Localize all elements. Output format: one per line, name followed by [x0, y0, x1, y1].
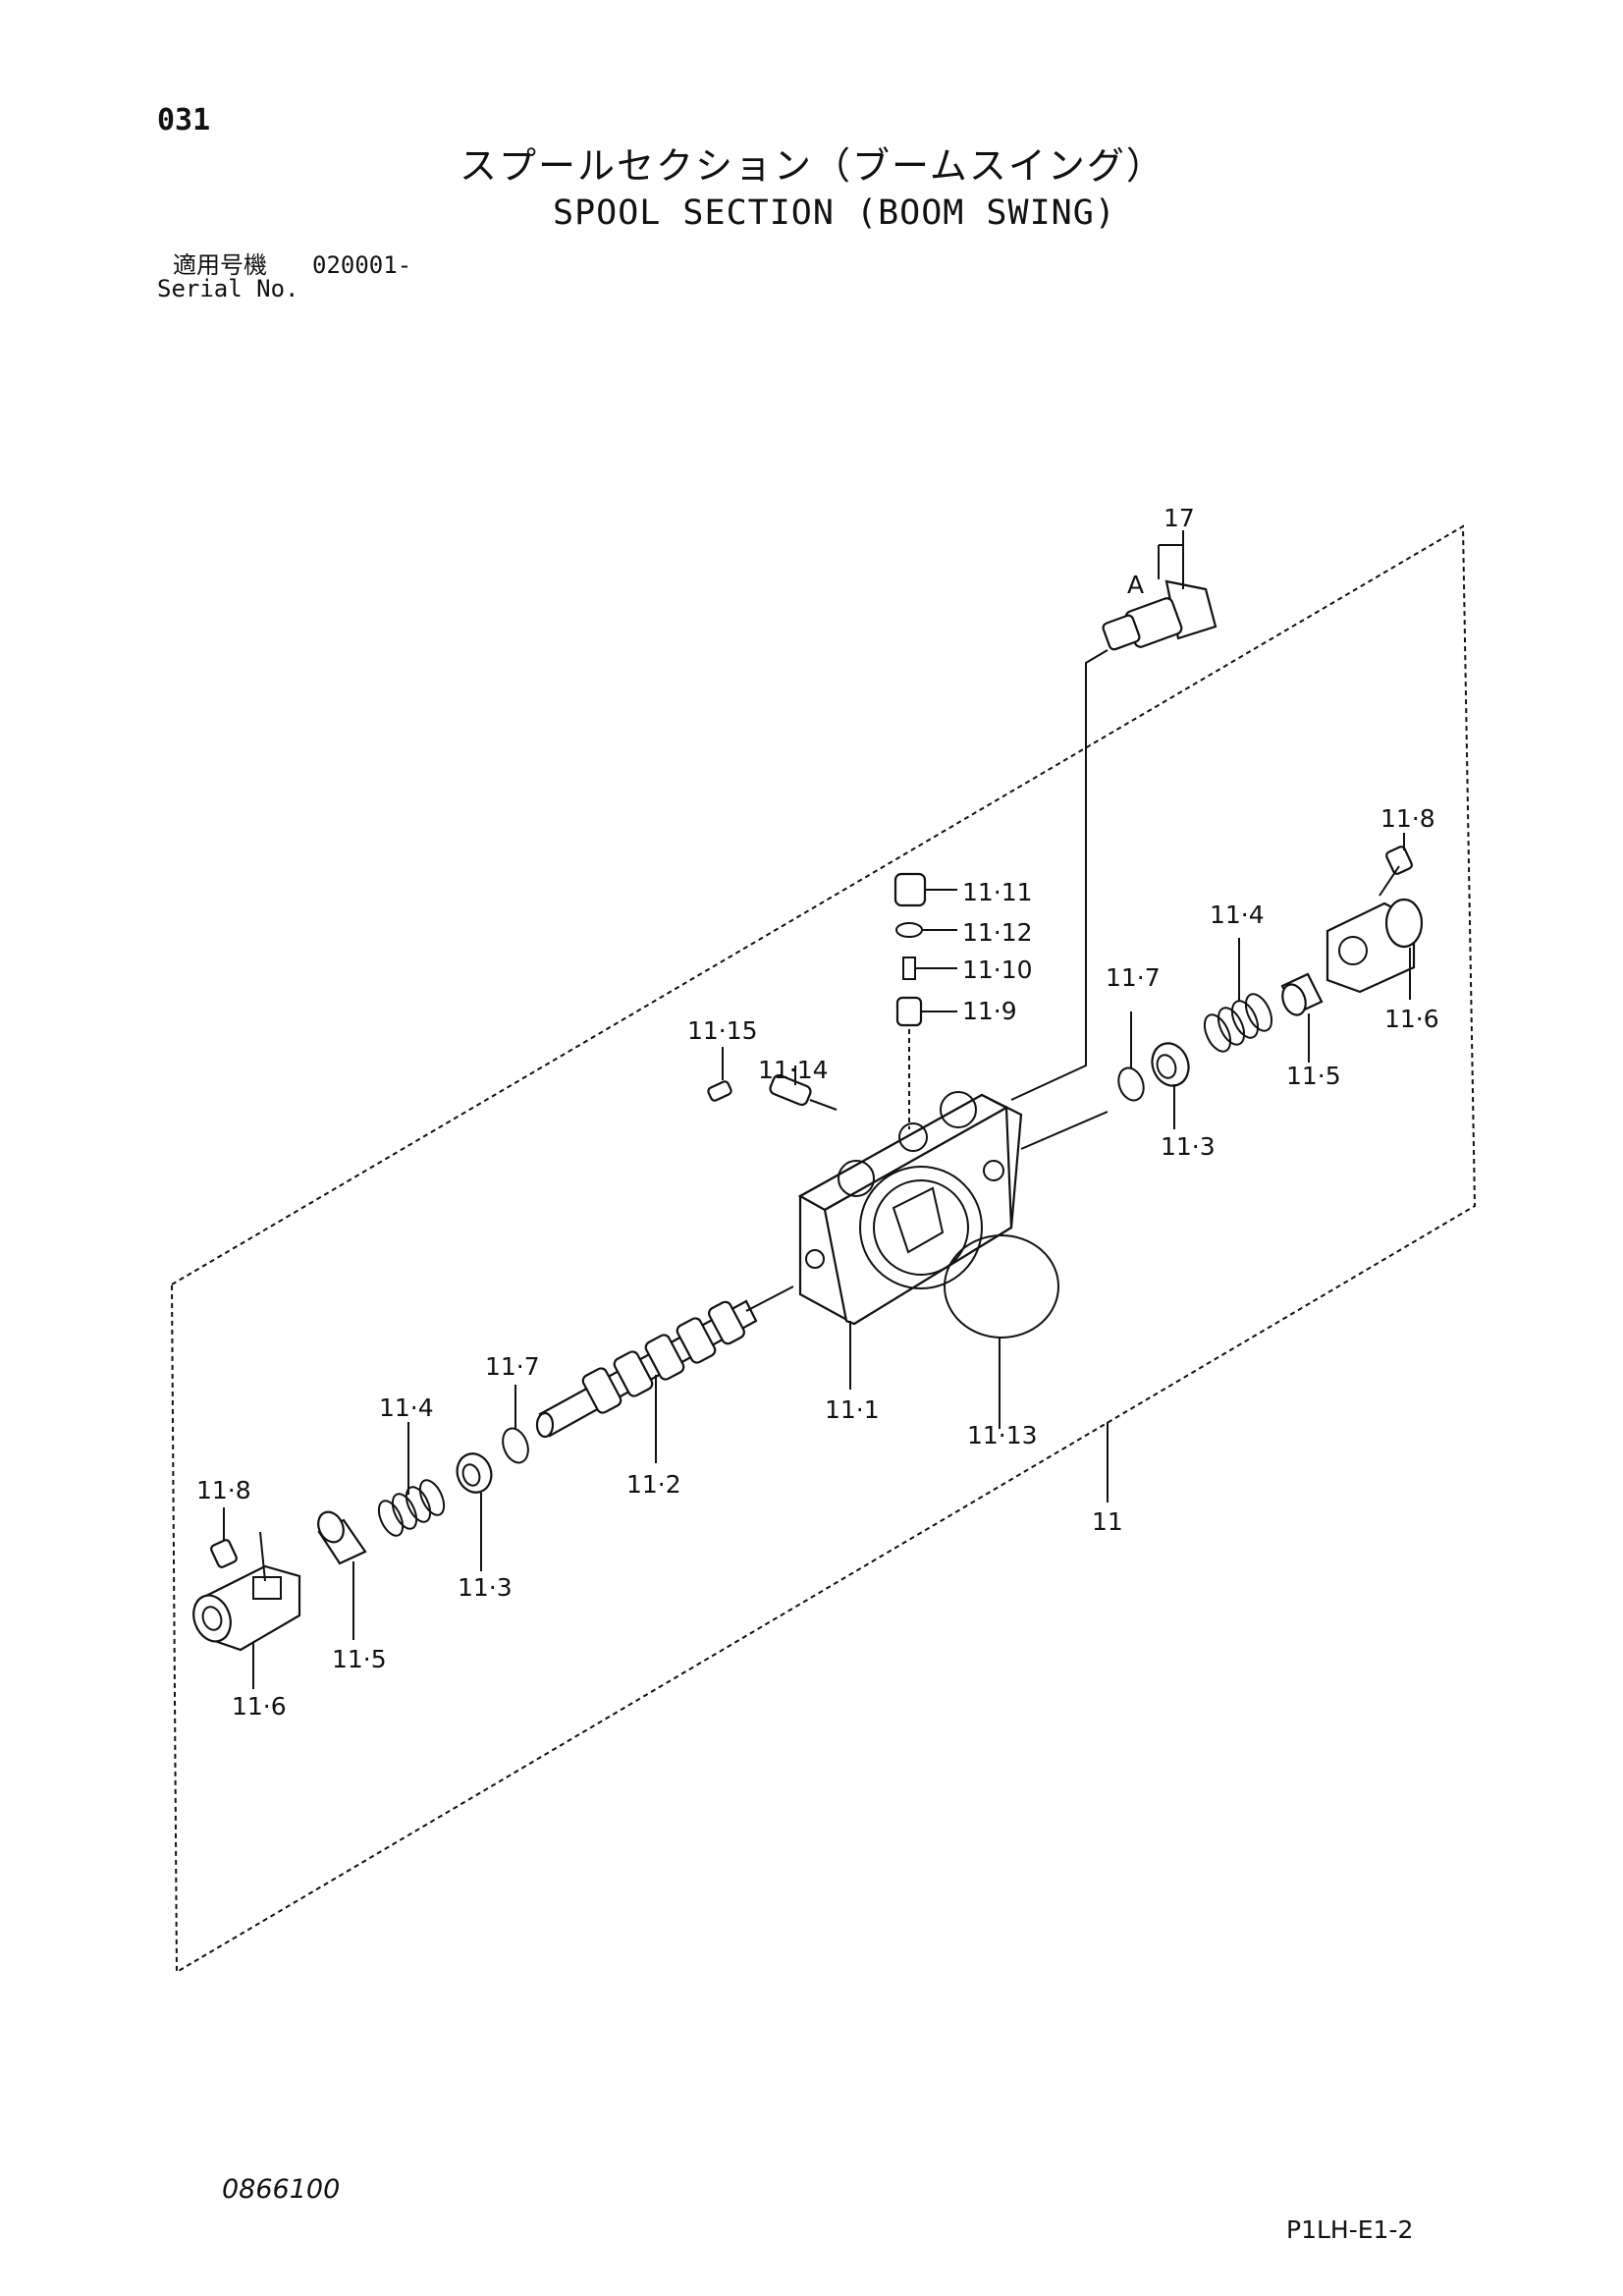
page-number: 031	[157, 103, 211, 137]
callout-11-5-left: 11·5	[332, 1645, 387, 1673]
title-japanese: スプールセクション（ブームスイング）	[460, 144, 1165, 188]
callout-11-8-left: 11·8	[196, 1476, 251, 1504]
plug-11-11	[893, 872, 957, 907]
callout-11-8-right: 11·8	[1380, 804, 1435, 833]
cover-11-6-right	[1325, 898, 1424, 1000]
serial-label-japanese: 適用号機	[173, 251, 267, 279]
part-11-15	[707, 1047, 732, 1102]
callout-11-2: 11·2	[626, 1470, 681, 1499]
callout-17: 17	[1163, 504, 1195, 532]
stopper-11-5-left	[317, 1510, 367, 1640]
callout-11-7-right: 11·7	[1106, 963, 1161, 992]
spring-11-4-left	[377, 1422, 446, 1537]
callout-11-3-right: 11·3	[1161, 1132, 1216, 1161]
callout-11-13: 11·13	[967, 1421, 1038, 1449]
callout-11-15: 11·15	[687, 1016, 758, 1045]
spring-seat-11-3-left	[456, 1452, 493, 1571]
screw-11-8-left	[210, 1507, 266, 1582]
spring-11-4-right	[1203, 938, 1273, 1053]
callout-11-11: 11·11	[962, 878, 1033, 906]
callout-11-1: 11·1	[825, 1395, 880, 1424]
callout-a: A	[1127, 571, 1144, 599]
stopper-11-5-right	[1280, 972, 1324, 1063]
callout-11: 11	[1092, 1507, 1123, 1536]
callout-11-9: 11·9	[962, 997, 1017, 1025]
callout-11-4-right: 11·4	[1210, 901, 1265, 929]
spring-seat-11-3-right	[1151, 1042, 1190, 1129]
callout-11-4-left: 11·4	[379, 1394, 434, 1422]
cover-11-6-left	[192, 1564, 301, 1689]
reference-code: P1LH-E1-2	[1286, 2215, 1414, 2244]
callout-11-12: 11·12	[962, 918, 1033, 947]
callout-11-6-right: 11·6	[1384, 1005, 1439, 1033]
plug-11-14	[769, 1066, 838, 1111]
document-id: 0866100	[222, 2174, 341, 2205]
callout-11-5-right: 11·5	[1286, 1062, 1341, 1090]
valve-block-11-1	[797, 1091, 1023, 1326]
spool-11-2	[535, 1299, 758, 1439]
pilot-line	[1010, 649, 1109, 1101]
callout-11-6-left: 11·6	[232, 1692, 287, 1721]
o-ring-11-7-left	[502, 1385, 529, 1464]
o-ring-11-12	[895, 922, 957, 938]
o-ring-11-7-right	[1117, 1011, 1145, 1102]
poppet-11-9	[895, 996, 957, 1129]
callout-11-3-left: 11·3	[458, 1573, 513, 1602]
callout-11-7-left: 11·7	[485, 1352, 540, 1381]
callout-11-10: 11·10	[962, 956, 1033, 984]
o-ring-11-13	[944, 1234, 1059, 1339]
serial-number-value: 020001-	[312, 251, 412, 279]
screw-11-8-right	[1379, 833, 1413, 897]
fitting-17	[1102, 530, 1217, 651]
title-english: SPOOL SECTION (BOOM SWING)	[553, 193, 1116, 233]
callout-11-14: 11·14	[758, 1056, 829, 1084]
serial-label-english: Serial No.	[157, 275, 299, 302]
assembly-boundary	[170, 524, 1477, 1974]
spring-11-10	[902, 957, 957, 980]
